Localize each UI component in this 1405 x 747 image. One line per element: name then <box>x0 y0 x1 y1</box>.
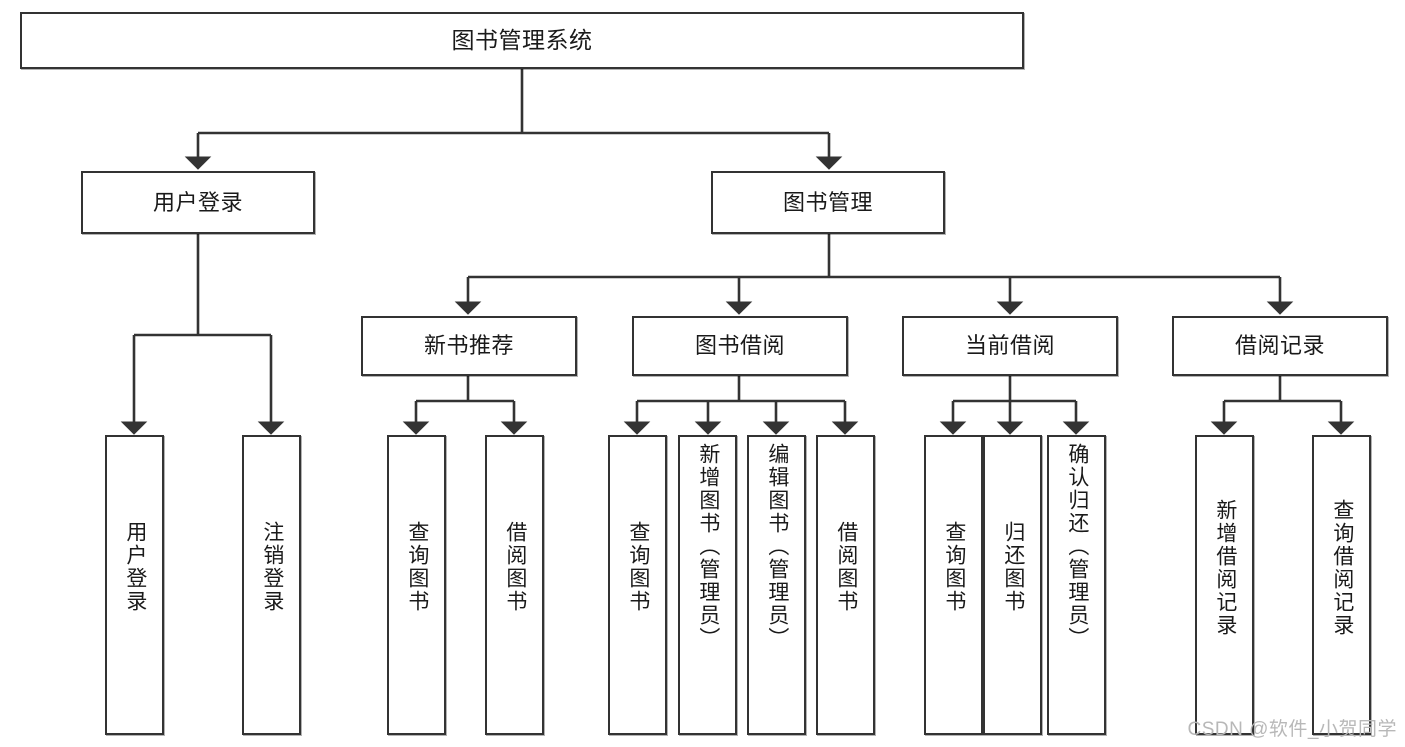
node-current-borrow[interactable]: 当前借阅 <box>902 316 1118 376</box>
watermark-text: CSDN @软件_小贺同学 <box>1187 719 1397 740</box>
node-label: 查询图书 <box>942 521 966 613</box>
node-label: 新增借阅记录 <box>1213 499 1237 637</box>
node-user-login[interactable]: 用户登录 <box>81 171 315 234</box>
node-label: 图书管理 <box>782 189 873 215</box>
node-label: 新增图书（管理员） <box>696 443 720 650</box>
leaf-current-return-book[interactable]: 归还图书 <box>983 435 1042 735</box>
node-label: 查询借阅记录 <box>1330 499 1354 637</box>
node-label: 借阅记录 <box>1234 333 1325 359</box>
node-label: 确认归还（管理员） <box>1065 443 1089 650</box>
leaf-record-add-record[interactable]: 新增借阅记录 <box>1195 435 1254 735</box>
node-new-book-recommend[interactable]: 新书推荐 <box>361 316 577 376</box>
node-label: 用户登录 <box>123 521 147 613</box>
node-label: 新书推荐 <box>423 333 514 359</box>
node-label: 编辑图书（管理员） <box>765 443 789 650</box>
leaf-borrow-add-book[interactable]: 新增图书（管理员） <box>678 435 737 735</box>
node-label: 注销登录 <box>260 521 284 613</box>
leaf-borrow-edit-book[interactable]: 编辑图书（管理员） <box>747 435 806 735</box>
leaf-current-confirm-return[interactable]: 确认归还（管理员） <box>1047 435 1106 735</box>
leaf-borrow-query-book[interactable]: 查询图书 <box>608 435 667 735</box>
leaf-new-book-borrow[interactable]: 借阅图书 <box>485 435 544 735</box>
node-root-system[interactable]: 图书管理系统 <box>20 12 1024 69</box>
node-label: 查询图书 <box>626 521 650 613</box>
leaf-current-query-book[interactable]: 查询图书 <box>924 435 983 735</box>
node-label: 当前借阅 <box>964 333 1055 359</box>
node-book-management[interactable]: 图书管理 <box>711 171 945 234</box>
leaf-new-book-query[interactable]: 查询图书 <box>387 435 446 735</box>
leaf-user-login-logout[interactable]: 注销登录 <box>242 435 301 735</box>
node-label: 图书借阅 <box>694 333 785 359</box>
node-label: 借阅图书 <box>834 521 858 613</box>
node-label: 查询图书 <box>405 521 429 613</box>
node-borrow-record[interactable]: 借阅记录 <box>1172 316 1388 376</box>
node-label: 图书管理系统 <box>451 26 593 53</box>
leaf-record-query-record[interactable]: 查询借阅记录 <box>1312 435 1371 735</box>
node-label: 用户登录 <box>152 189 243 215</box>
node-book-borrow[interactable]: 图书借阅 <box>632 316 848 376</box>
node-label: 借阅图书 <box>503 521 527 613</box>
leaf-borrow-borrow-book[interactable]: 借阅图书 <box>816 435 875 735</box>
leaf-user-login-login[interactable]: 用户登录 <box>105 435 164 735</box>
node-label: 归还图书 <box>1001 521 1025 613</box>
